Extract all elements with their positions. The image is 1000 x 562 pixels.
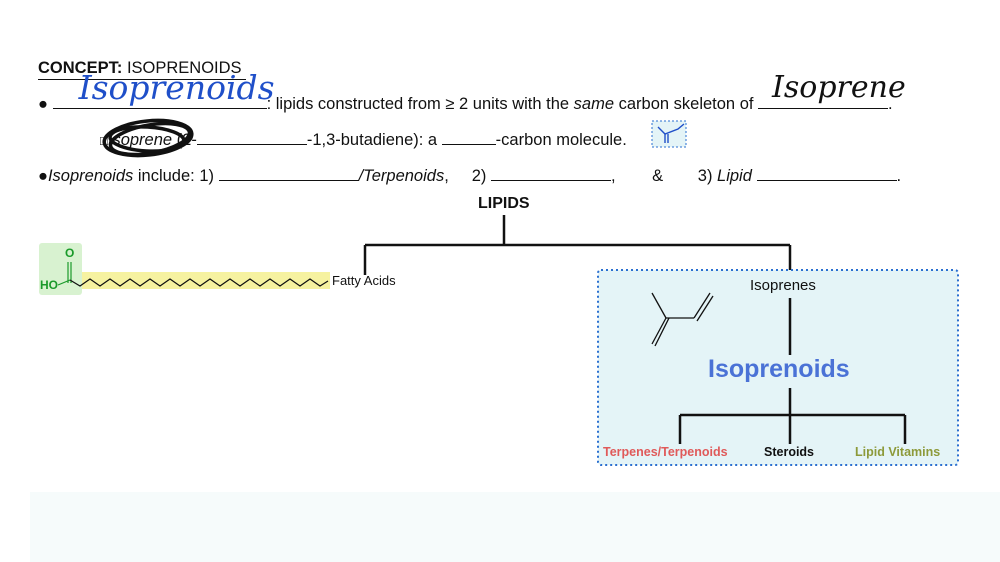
lipids-root: LIPIDS xyxy=(478,195,530,212)
bullet-2: ● xyxy=(38,167,48,185)
definition-text-b: carbon skeleton of xyxy=(614,95,759,113)
isoprene-small-icon xyxy=(651,120,687,148)
chain-highlight xyxy=(82,272,330,289)
isoprenes-label: Isoprenes xyxy=(750,277,816,294)
blank-1 xyxy=(218,166,359,181)
fatty-acid-molecule xyxy=(57,262,329,287)
definition-line: ● Isoprenoids : lipids constructed from … xyxy=(38,68,906,114)
blank-3 xyxy=(756,166,897,181)
steroids-leaf: Steroids xyxy=(764,445,815,459)
title-underline xyxy=(38,79,246,80)
bottom-strip xyxy=(30,492,1000,562)
concept-title: CONCEPT: ISOPRENOIDS xyxy=(38,59,242,78)
blank-methyl xyxy=(196,130,307,145)
definition-text-a: : lipids constructed from ≥ 2 units with… xyxy=(266,95,574,113)
isoprene-circled: Isoprene xyxy=(107,131,173,149)
isoprenoids-emphasis: Isoprenoids xyxy=(47,167,134,185)
period-2: . xyxy=(896,167,902,185)
blank-2 xyxy=(490,166,611,181)
terpenes-leaf: Terpenes/Terpenoids xyxy=(603,445,728,459)
handwritten-isoprenoids: Isoprenoids xyxy=(78,68,275,107)
oxygen-label: O xyxy=(65,246,75,260)
include-text-d: 3) xyxy=(697,167,718,185)
ampersand: & xyxy=(652,167,664,185)
include-text-c: , xyxy=(610,167,616,185)
include-text-b: , 2) xyxy=(444,167,491,185)
lipid-emphasis: Lipid xyxy=(717,167,752,185)
isoprene-text-c: -carbon molecule. xyxy=(495,131,627,149)
include-line: ●Isoprenoids include: 1) /Terpenoids, 2)… xyxy=(38,166,901,186)
same-emphasis: same xyxy=(573,95,615,113)
blank-carbon xyxy=(441,130,496,145)
isoprene-line: □Isoprene (2--1,3-butadiene): a -carbon … xyxy=(100,130,627,150)
answer-blank-2: Isoprene xyxy=(758,70,906,109)
bullet: ● xyxy=(38,95,48,113)
fatty-acids-label: Fatty Acids xyxy=(332,273,396,288)
isoprenoids-center-label: Isoprenoids xyxy=(708,355,850,383)
terpenoids-emphasis: /Terpenoids xyxy=(358,167,445,185)
lipid-vitamins-leaf: Lipid Vitamins xyxy=(855,445,941,459)
isoprene-text-b: -1,3-butadiene): a xyxy=(306,131,442,149)
answer-blank: Isoprenoids xyxy=(52,68,275,109)
isoprene-structure xyxy=(651,292,714,347)
include-text-a: include: 1) xyxy=(133,167,219,185)
hydroxyl-label: HO xyxy=(40,278,58,292)
concept-label: CONCEPT: xyxy=(38,59,123,77)
pen-circle-annotation xyxy=(102,118,194,158)
concept-topic: ISOPRENOIDS xyxy=(126,59,242,77)
period: . xyxy=(888,95,893,113)
handwritten-isoprene: Isoprene xyxy=(772,70,906,105)
isoprenoid-tree-lines xyxy=(678,298,907,444)
tree-lines xyxy=(363,215,792,275)
